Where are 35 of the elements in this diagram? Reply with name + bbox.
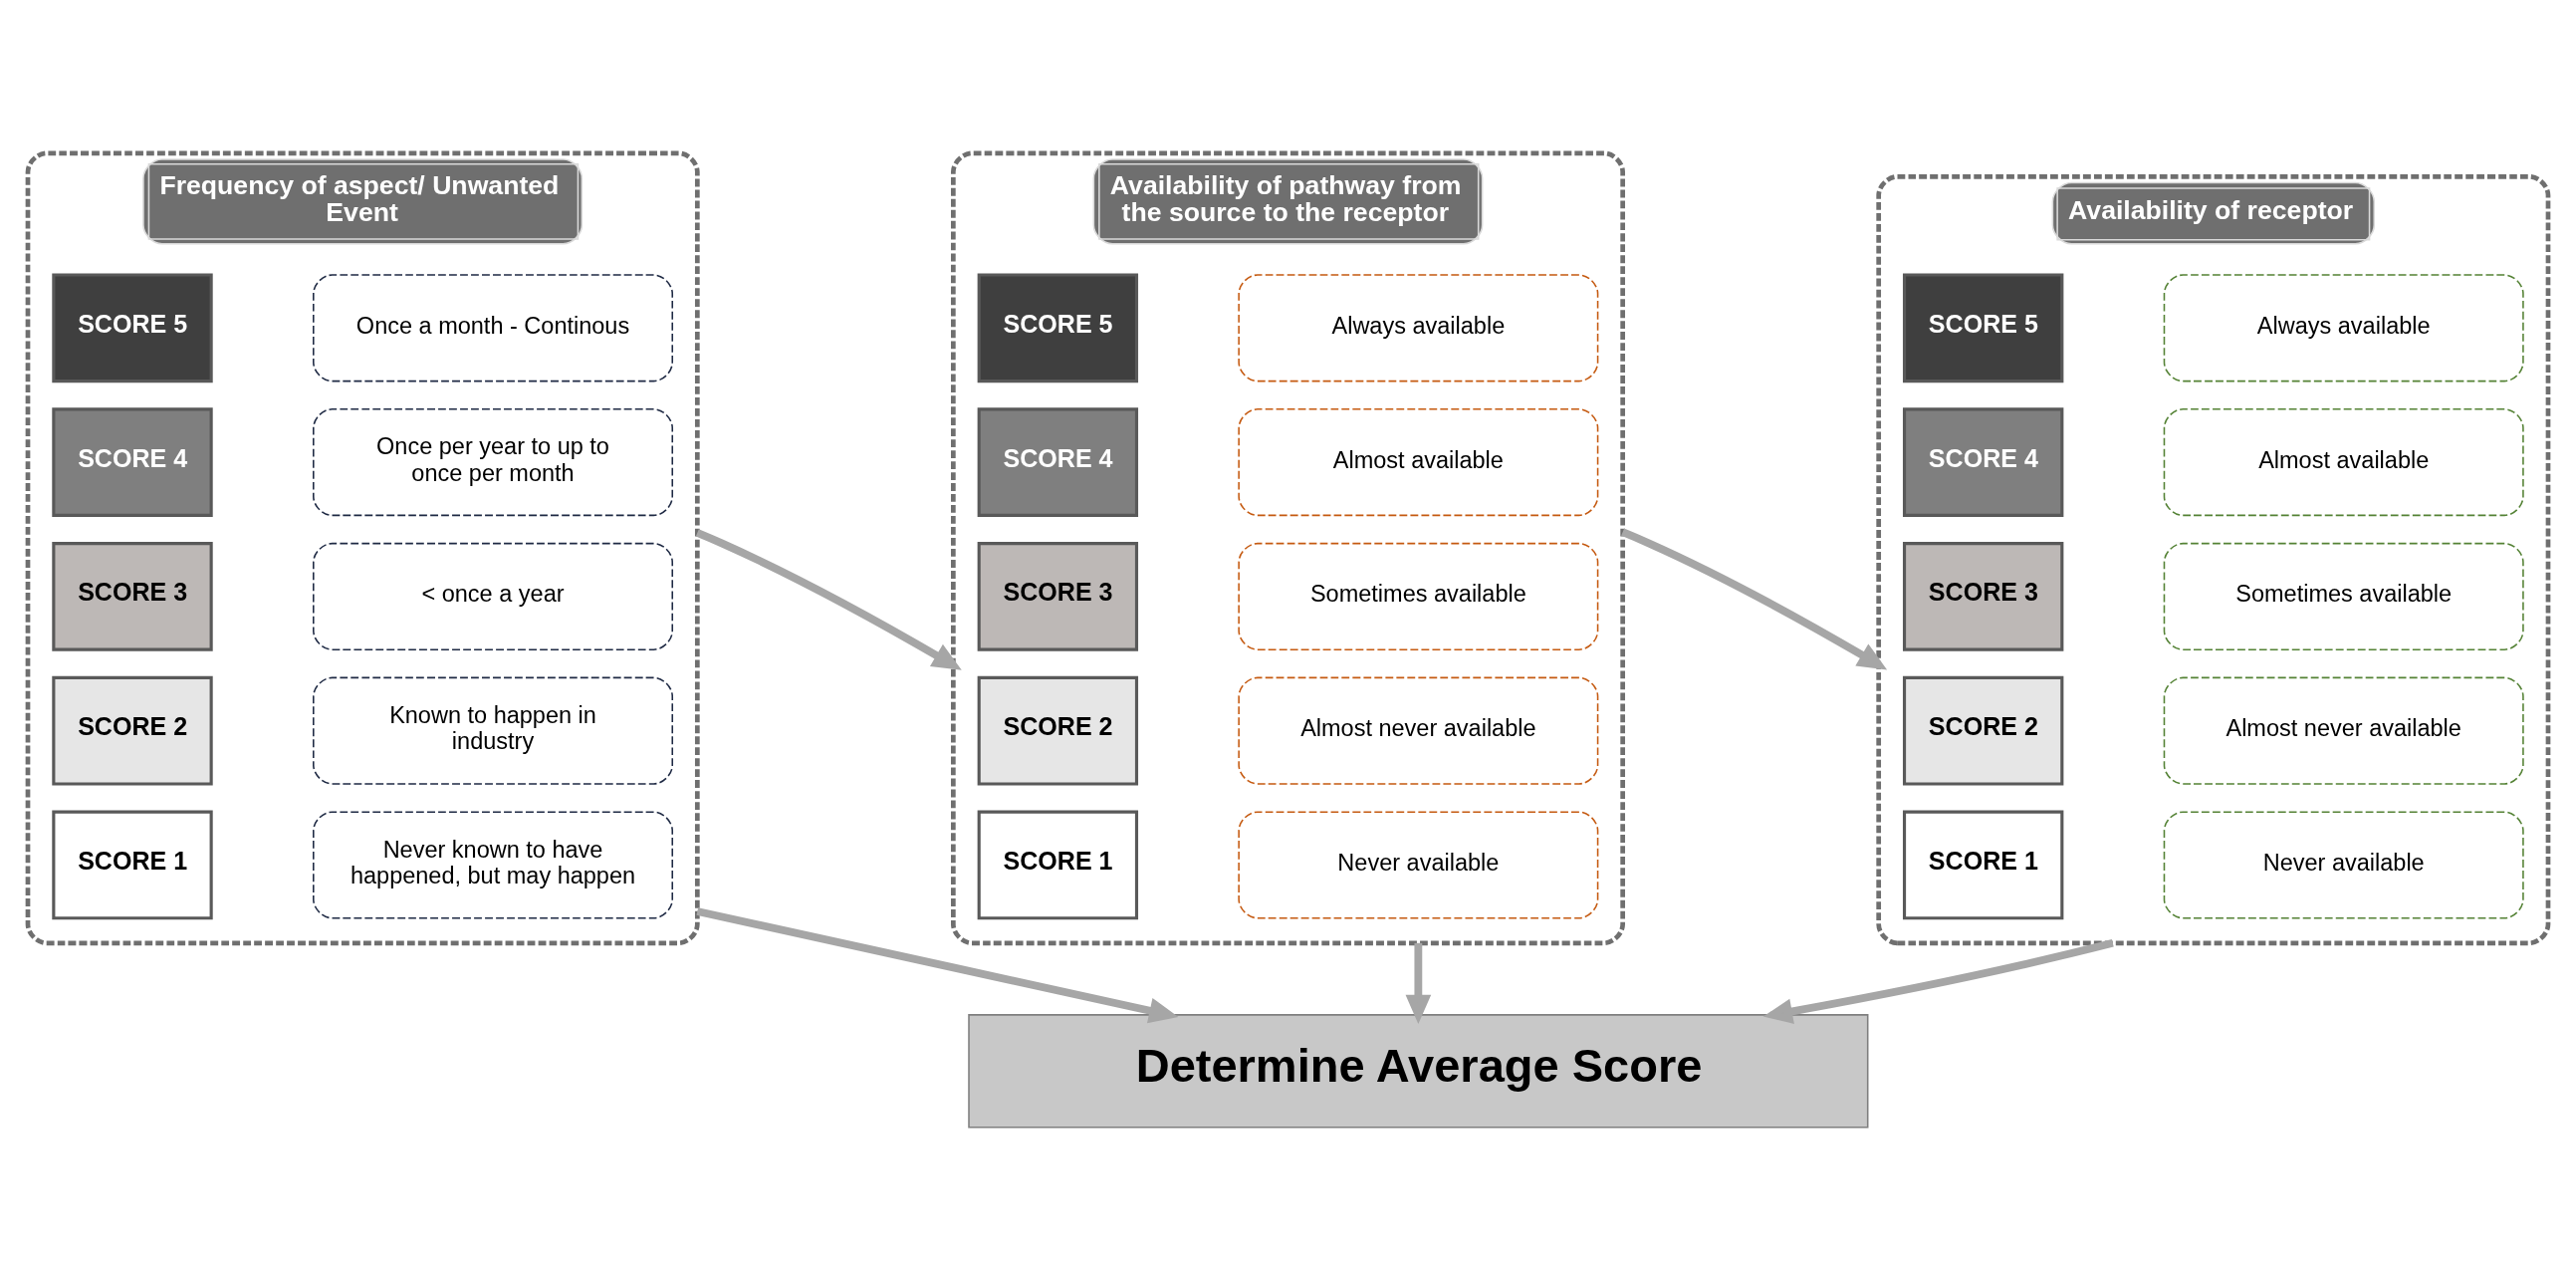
node-box: Almost available xyxy=(2163,407,2524,516)
node-box: Never known to have happened, but may happen xyxy=(313,810,674,918)
node-box: SCORE 5 xyxy=(977,273,1139,382)
node-box: Known to happen in industry xyxy=(313,676,674,785)
node-box: Never available xyxy=(1238,810,1599,918)
node-box: Once per year to up to once per month xyxy=(313,407,674,516)
node-box: SCORE 2 xyxy=(1902,675,2064,785)
node-box: Almost never available xyxy=(2163,676,2524,785)
node-box: Sometimes available xyxy=(1238,542,1599,650)
node-box: Determine Average Score xyxy=(968,1013,1869,1128)
node-box: SCORE 1 xyxy=(977,810,1139,919)
node-box: SCORE 4 xyxy=(52,406,213,517)
node-box: Never available xyxy=(2163,810,2524,918)
node-box: SCORE 1 xyxy=(52,810,213,919)
node-box: Once a month - Continous xyxy=(313,273,674,381)
node-box: SCORE 3 xyxy=(52,541,213,651)
node-box: Always available xyxy=(2163,273,2524,381)
node-box: < once a year xyxy=(313,542,674,650)
arrow xyxy=(695,528,962,670)
node-box: SCORE 2 xyxy=(52,675,213,785)
node-box: Always available xyxy=(1238,273,1599,381)
node-box: SCORE 2 xyxy=(977,675,1139,785)
arrow xyxy=(696,906,1179,1023)
node-box: SCORE 5 xyxy=(1902,273,2064,382)
node-box: SCORE 4 xyxy=(1902,406,2064,517)
node-box: SCORE 5 xyxy=(52,273,213,382)
node-box: SCORE 4 xyxy=(977,406,1139,517)
arrow xyxy=(1621,528,1888,669)
node-box: SCORE 3 xyxy=(1902,541,2064,651)
node-box: SCORE 3 xyxy=(977,541,1139,651)
node-box: Almost available xyxy=(1238,407,1599,516)
node-box: SCORE 1 xyxy=(1902,810,2064,919)
node-box: Sometimes available xyxy=(2163,542,2524,650)
arrow xyxy=(1762,938,2114,1024)
node-box: Almost never available xyxy=(1238,676,1599,785)
